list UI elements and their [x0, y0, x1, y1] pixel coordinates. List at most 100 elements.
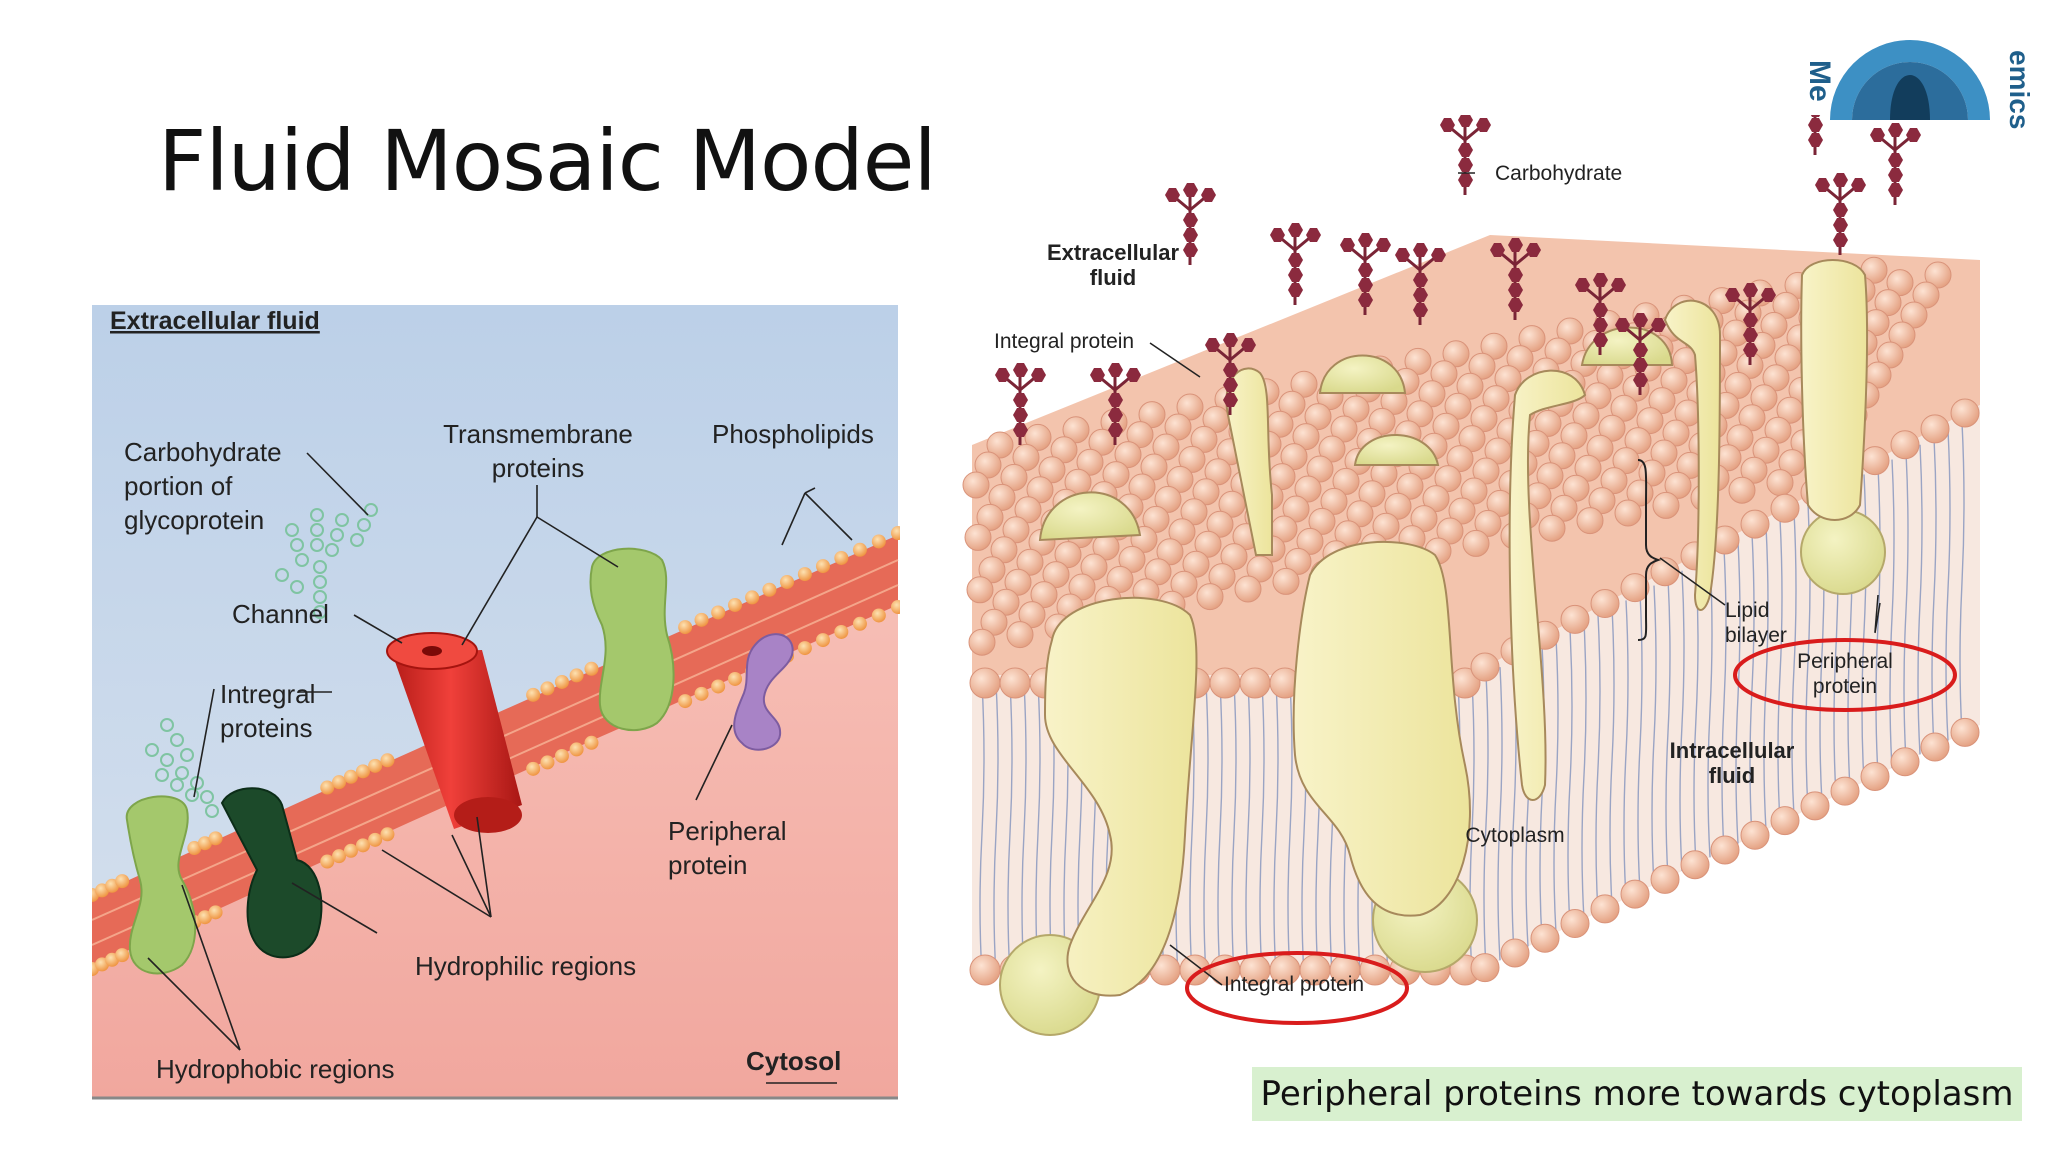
lipid-tail: [1721, 548, 1727, 851]
integral-protein-long-3: [1663, 299, 1722, 611]
lipid-head: [1544, 337, 1572, 365]
phospholipids-label: Phospholipids: [712, 419, 874, 449]
highlight-integral: [1185, 951, 1409, 1025]
lipid-tail: [993, 682, 999, 976]
highlight-peripheral: [1733, 638, 1957, 712]
lipid-head: [1752, 436, 1780, 464]
lipid-head: [1030, 581, 1058, 609]
lipid-head: [966, 576, 994, 604]
lipid-head: [1766, 469, 1794, 497]
lipid-head: [1590, 589, 1620, 619]
lipid-head: [1648, 387, 1676, 415]
lipid-head: [1652, 491, 1680, 519]
dome-protein-2: [1318, 354, 1407, 394]
lipid-head: [1166, 465, 1194, 493]
phospholipid-head: [526, 761, 541, 776]
lipid-head: [1770, 493, 1800, 523]
lipid-head: [1180, 498, 1208, 526]
lipid-head: [1342, 395, 1370, 423]
lipid-head: [1560, 604, 1590, 634]
lipid-head: [1418, 380, 1446, 408]
phospholipid-head: [815, 559, 830, 574]
sugar-tree: [995, 363, 1046, 445]
sugar-tree: [1725, 283, 1776, 365]
lipid-head: [962, 471, 990, 499]
lipid-head: [1004, 568, 1032, 596]
intracellular-label-2: fluid: [1709, 763, 1755, 788]
lipid-tail: [1483, 674, 1489, 968]
lipid-head: [1239, 667, 1271, 699]
lipid-head: [1650, 864, 1680, 894]
lipid-tail: [1665, 578, 1671, 878]
lipid-head: [969, 954, 1001, 986]
peripheral-label-1: Peripheral: [668, 816, 787, 846]
phospholipid-head: [554, 748, 569, 763]
lipid-head: [988, 483, 1016, 511]
phospholipid-head: [797, 641, 812, 656]
lipid-tail: [1707, 555, 1713, 858]
carbohydrate-chains: [995, 115, 1921, 445]
carbohydrate-chain-right: [275, 503, 378, 619]
lipid-head: [1014, 496, 1042, 524]
channel-label: Channel: [232, 599, 329, 629]
lipid-head: [1662, 419, 1690, 447]
lipid-head: [1900, 301, 1928, 329]
lipid-tail: [1595, 615, 1601, 913]
lipid-head: [1102, 461, 1130, 489]
phospholipid-head: [208, 905, 223, 920]
phospholipid-head: [678, 620, 693, 635]
lipid-head: [1728, 476, 1756, 504]
lipid-head: [1456, 372, 1484, 400]
lipid-head: [1076, 448, 1104, 476]
phospholipid-head: [368, 758, 383, 773]
lipid-head: [1368, 407, 1396, 435]
lipid-tail: [1567, 630, 1573, 927]
lipid-head: [1482, 385, 1510, 413]
lipid-head: [990, 536, 1018, 564]
lipid-tail: [1777, 518, 1783, 824]
lipid-head: [1042, 561, 1070, 589]
phospholipid-head: [584, 735, 599, 750]
dome-protein-1: [1038, 491, 1142, 542]
lipid-head: [1406, 400, 1434, 428]
lipid-head: [1304, 403, 1332, 431]
phospholipid-head: [678, 694, 693, 709]
lipid-head: [1128, 473, 1156, 501]
lipid-head: [1470, 652, 1500, 682]
lipid-head: [1636, 407, 1664, 435]
lipid-head: [1164, 413, 1192, 441]
sugar-tree: [1575, 273, 1626, 355]
lipid-head: [1436, 517, 1464, 545]
lipid-head: [1384, 492, 1412, 520]
lipid-head: [1294, 475, 1322, 503]
phospholipid-head: [115, 874, 130, 889]
phospholipid-head: [355, 838, 370, 853]
lipid-head: [1346, 500, 1374, 528]
integral-label-2: proteins: [220, 713, 313, 743]
lipid-head: [1560, 422, 1588, 450]
lipid-head: [1306, 455, 1334, 483]
lipid-head: [1518, 325, 1546, 353]
lipid-head: [1800, 791, 1830, 821]
sugar-tree: [1815, 173, 1866, 255]
lipid-head: [1220, 543, 1248, 571]
lipid-head: [1764, 416, 1792, 444]
lipid-tail: [1959, 422, 1965, 734]
lipid-head: [1138, 401, 1166, 429]
lipid-head: [1278, 390, 1306, 418]
lipid-head: [1538, 514, 1566, 542]
sugar-tree: [1870, 123, 1921, 205]
phospholipid-head: [762, 582, 777, 597]
lipid-label-2: bilayer: [1725, 624, 1787, 647]
lipid-tail: [1903, 452, 1909, 762]
lipid-head: [1016, 548, 1044, 576]
lipid-tail: [1693, 563, 1699, 865]
lipid-head: [1724, 371, 1752, 399]
lipid-head: [1830, 776, 1860, 806]
lipid-head: [1762, 364, 1790, 392]
bilayer-bracket: [1637, 459, 1662, 641]
integral-protein-large-2: [1292, 540, 1478, 973]
lipid-head: [1118, 545, 1146, 573]
lipid-head: [1038, 456, 1066, 484]
slide-title: Fluid Mosaic Model: [158, 112, 937, 210]
